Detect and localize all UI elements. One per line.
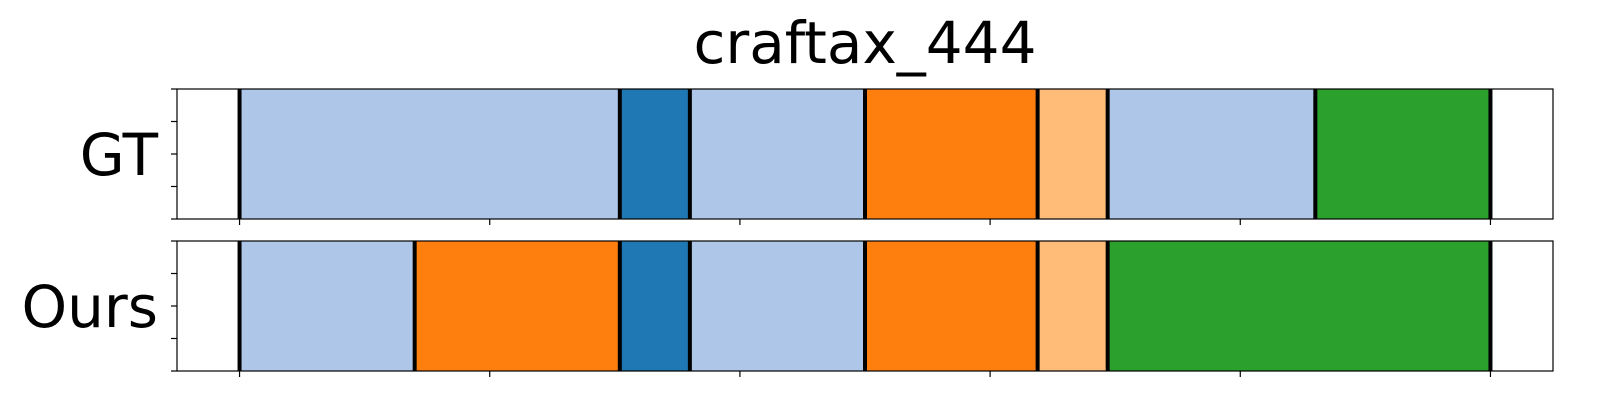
segment-bar bbox=[1315, 89, 1491, 219]
row-gt: GT bbox=[80, 88, 1554, 225]
row-ours: Ours bbox=[22, 240, 1554, 377]
segment-bar bbox=[1037, 89, 1108, 219]
chart-title: craftax_444 bbox=[694, 9, 1037, 77]
segment-bar bbox=[1037, 241, 1108, 371]
segment-bar bbox=[689, 241, 865, 371]
segment-bar bbox=[865, 89, 1038, 219]
segment-bar bbox=[414, 241, 620, 371]
segment-bar bbox=[239, 89, 620, 219]
segment-bar bbox=[689, 89, 865, 219]
segment-bar bbox=[619, 241, 690, 371]
row-label-gt: GT bbox=[80, 121, 159, 189]
segment-bar bbox=[1107, 89, 1316, 219]
segment-bar bbox=[1107, 241, 1491, 371]
segment-bar bbox=[619, 89, 690, 219]
segment-bar bbox=[239, 241, 415, 371]
segment-bar bbox=[865, 241, 1038, 371]
row-label-ours: Ours bbox=[22, 273, 158, 341]
